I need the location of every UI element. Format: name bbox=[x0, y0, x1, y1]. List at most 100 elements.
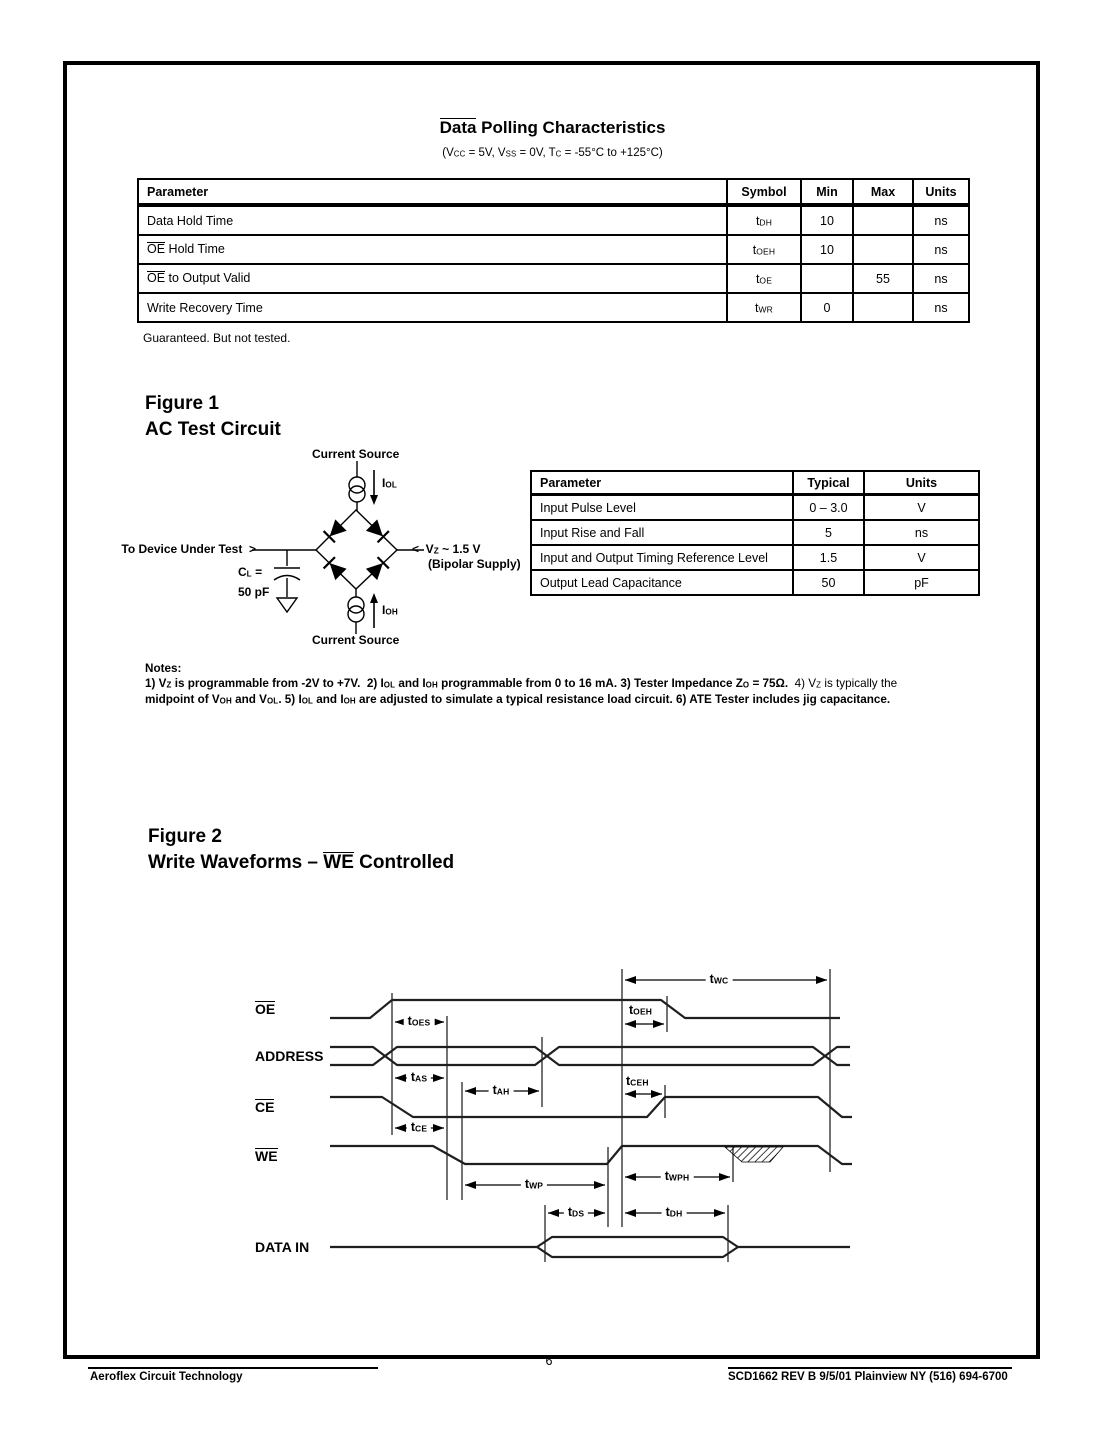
cell-max bbox=[852, 234, 914, 265]
figure2-caption: Write Waveforms – WE Controlled bbox=[148, 852, 455, 873]
cell-units: ns bbox=[912, 292, 970, 323]
cell-units: ns bbox=[912, 234, 970, 265]
toes-label: tOES bbox=[403, 1014, 435, 1028]
footer-rule-right bbox=[728, 1367, 1012, 1369]
col-max: Max bbox=[852, 178, 914, 207]
tceh-label: tCEH bbox=[626, 1074, 649, 1088]
oe-waveform bbox=[330, 998, 840, 1020]
we-waveform bbox=[330, 1144, 852, 1166]
tas-label: tAS bbox=[406, 1070, 432, 1084]
device-under-test-label: To Device Under Test > bbox=[121, 542, 256, 556]
col-units: Units bbox=[863, 470, 980, 496]
col-min: Min bbox=[800, 178, 854, 207]
col-parameter: Parameter bbox=[530, 470, 794, 496]
cell-min: 10 bbox=[800, 204, 854, 236]
current-arrows bbox=[370, 470, 378, 628]
current-source-bottom-symbol bbox=[347, 605, 365, 623]
figure2-title: Figure 2 Write Waveforms – WE Controlled bbox=[148, 824, 454, 876]
reference-lines bbox=[391, 969, 831, 1262]
cell-min: 0 bbox=[800, 292, 854, 323]
twp-label: tWP bbox=[520, 1177, 548, 1191]
notes-heading: Notes: bbox=[145, 662, 182, 675]
signal-label-data-in: DATA IN bbox=[255, 1239, 310, 1255]
write-waveforms-diagram bbox=[330, 969, 852, 1262]
twph-label: tWPH bbox=[660, 1169, 694, 1183]
signal-label-ce: CE bbox=[255, 1099, 275, 1115]
tce-label: tCE bbox=[406, 1120, 432, 1134]
table-header-row: Parameter Symbol Min Max Units bbox=[137, 178, 970, 207]
vz-label: < VZ ~ 1.5 V bbox=[412, 542, 481, 556]
address-waveform bbox=[330, 1045, 850, 1067]
cell-parameter: Data Hold Time bbox=[137, 204, 728, 236]
current-source-bottom-symbol bbox=[347, 596, 365, 614]
table-footnote: Guaranteed. But not tested. bbox=[143, 331, 291, 345]
cell-max: 55 bbox=[852, 263, 914, 294]
cell-typical: 0 – 3.0 bbox=[792, 493, 865, 521]
cell-typical: 5 bbox=[792, 519, 865, 546]
cell-parameter: OE Hold Time bbox=[137, 234, 728, 265]
cell-max bbox=[852, 204, 914, 236]
notes-line1: 1) VZ is programmable from -2V to +7V. 2… bbox=[145, 677, 898, 690]
current-source-top-symbol bbox=[348, 476, 366, 494]
figure2-number: Figure 2 bbox=[148, 826, 222, 847]
page-number: 6 bbox=[545, 1354, 553, 1368]
data-valid-hexagon bbox=[535, 1235, 740, 1259]
dont-care-hatch-region bbox=[723, 1146, 784, 1163]
col-symbol: Symbol bbox=[726, 178, 802, 207]
table-row: Data Hold Time tDH 10 ns bbox=[137, 204, 970, 236]
figure1-caption: AC Test Circuit bbox=[145, 419, 281, 440]
signal-label-we: WE bbox=[255, 1148, 278, 1164]
ground-symbol bbox=[275, 597, 299, 614]
signal-label-address: ADDRESS bbox=[255, 1048, 324, 1064]
page-title: Data Polling Characteristics bbox=[439, 118, 666, 137]
cell-units: V bbox=[863, 493, 980, 521]
ioh-label: IOH bbox=[382, 603, 398, 617]
ioh-arrowhead bbox=[370, 593, 378, 603]
address-waveform bbox=[330, 1045, 850, 1067]
waveforms bbox=[330, 998, 852, 1259]
circuit-wires bbox=[252, 461, 424, 634]
capacitor bbox=[273, 574, 301, 581]
cell-units: ns bbox=[863, 519, 980, 546]
cl-value-label: 50 pF bbox=[238, 585, 270, 599]
tds-label: tDS bbox=[563, 1205, 589, 1219]
page-subtitle: (VCC = 5V, VSS = 0V, TC = -55°C to +125°… bbox=[442, 147, 663, 159]
ce-waveform bbox=[330, 1095, 852, 1119]
cell-symbol: tOEH bbox=[726, 234, 802, 265]
iol-arrowhead bbox=[370, 495, 378, 505]
cell-max bbox=[852, 292, 914, 323]
tdh-label: tDH bbox=[661, 1205, 687, 1219]
cell-typical: 50 bbox=[792, 569, 865, 596]
figure1-number: Figure 1 bbox=[145, 393, 219, 414]
table-header-row: Parameter Typical Units bbox=[530, 470, 980, 496]
footer-rule-left bbox=[88, 1367, 378, 1369]
cell-units: ns bbox=[912, 204, 970, 236]
cell-parameter: Input and Output Timing Reference Level bbox=[530, 544, 794, 571]
footer-document-id: SCD1662 REV B 9/5/01 Plainview NY (516) … bbox=[728, 1371, 1008, 1383]
cell-parameter: Input Pulse Level bbox=[530, 493, 794, 521]
col-parameter: Parameter bbox=[137, 178, 728, 207]
table-row: Input Pulse Level 0 – 3.0 V bbox=[530, 493, 980, 521]
cell-typical: 1.5 bbox=[792, 544, 865, 571]
table-row: Input and Output Timing Reference Level … bbox=[530, 544, 980, 571]
notes-block: Notes: 1) VZ is programmable from -2V to… bbox=[145, 661, 970, 709]
cl-label: CL = bbox=[238, 565, 263, 579]
current-source-top-symbol bbox=[348, 485, 366, 503]
signal-label-oe: OE bbox=[255, 1001, 276, 1017]
cell-parameter: OE to Output Valid bbox=[137, 263, 728, 294]
polling-characteristics-table: Parameter Symbol Min Max Units Data Hold… bbox=[137, 178, 970, 323]
toeh-label: tOEH bbox=[629, 1003, 653, 1017]
cell-symbol: tWR bbox=[726, 292, 802, 323]
cell-min: 10 bbox=[800, 234, 854, 265]
tah-label: tAH bbox=[488, 1083, 514, 1097]
twc-label: tWC bbox=[705, 972, 733, 986]
table-row: OE to Output Valid tOE 55 ns bbox=[137, 263, 970, 294]
current-source-bottom-label: Current Source bbox=[312, 633, 400, 647]
diode-bridge bbox=[315, 509, 399, 590]
ac-test-circuit-diagram bbox=[252, 461, 424, 634]
cell-units: V bbox=[863, 544, 980, 571]
col-units: Units bbox=[912, 178, 970, 207]
diodes bbox=[322, 519, 390, 581]
table-row: Output Lead Capacitance 50 pF bbox=[530, 569, 980, 596]
